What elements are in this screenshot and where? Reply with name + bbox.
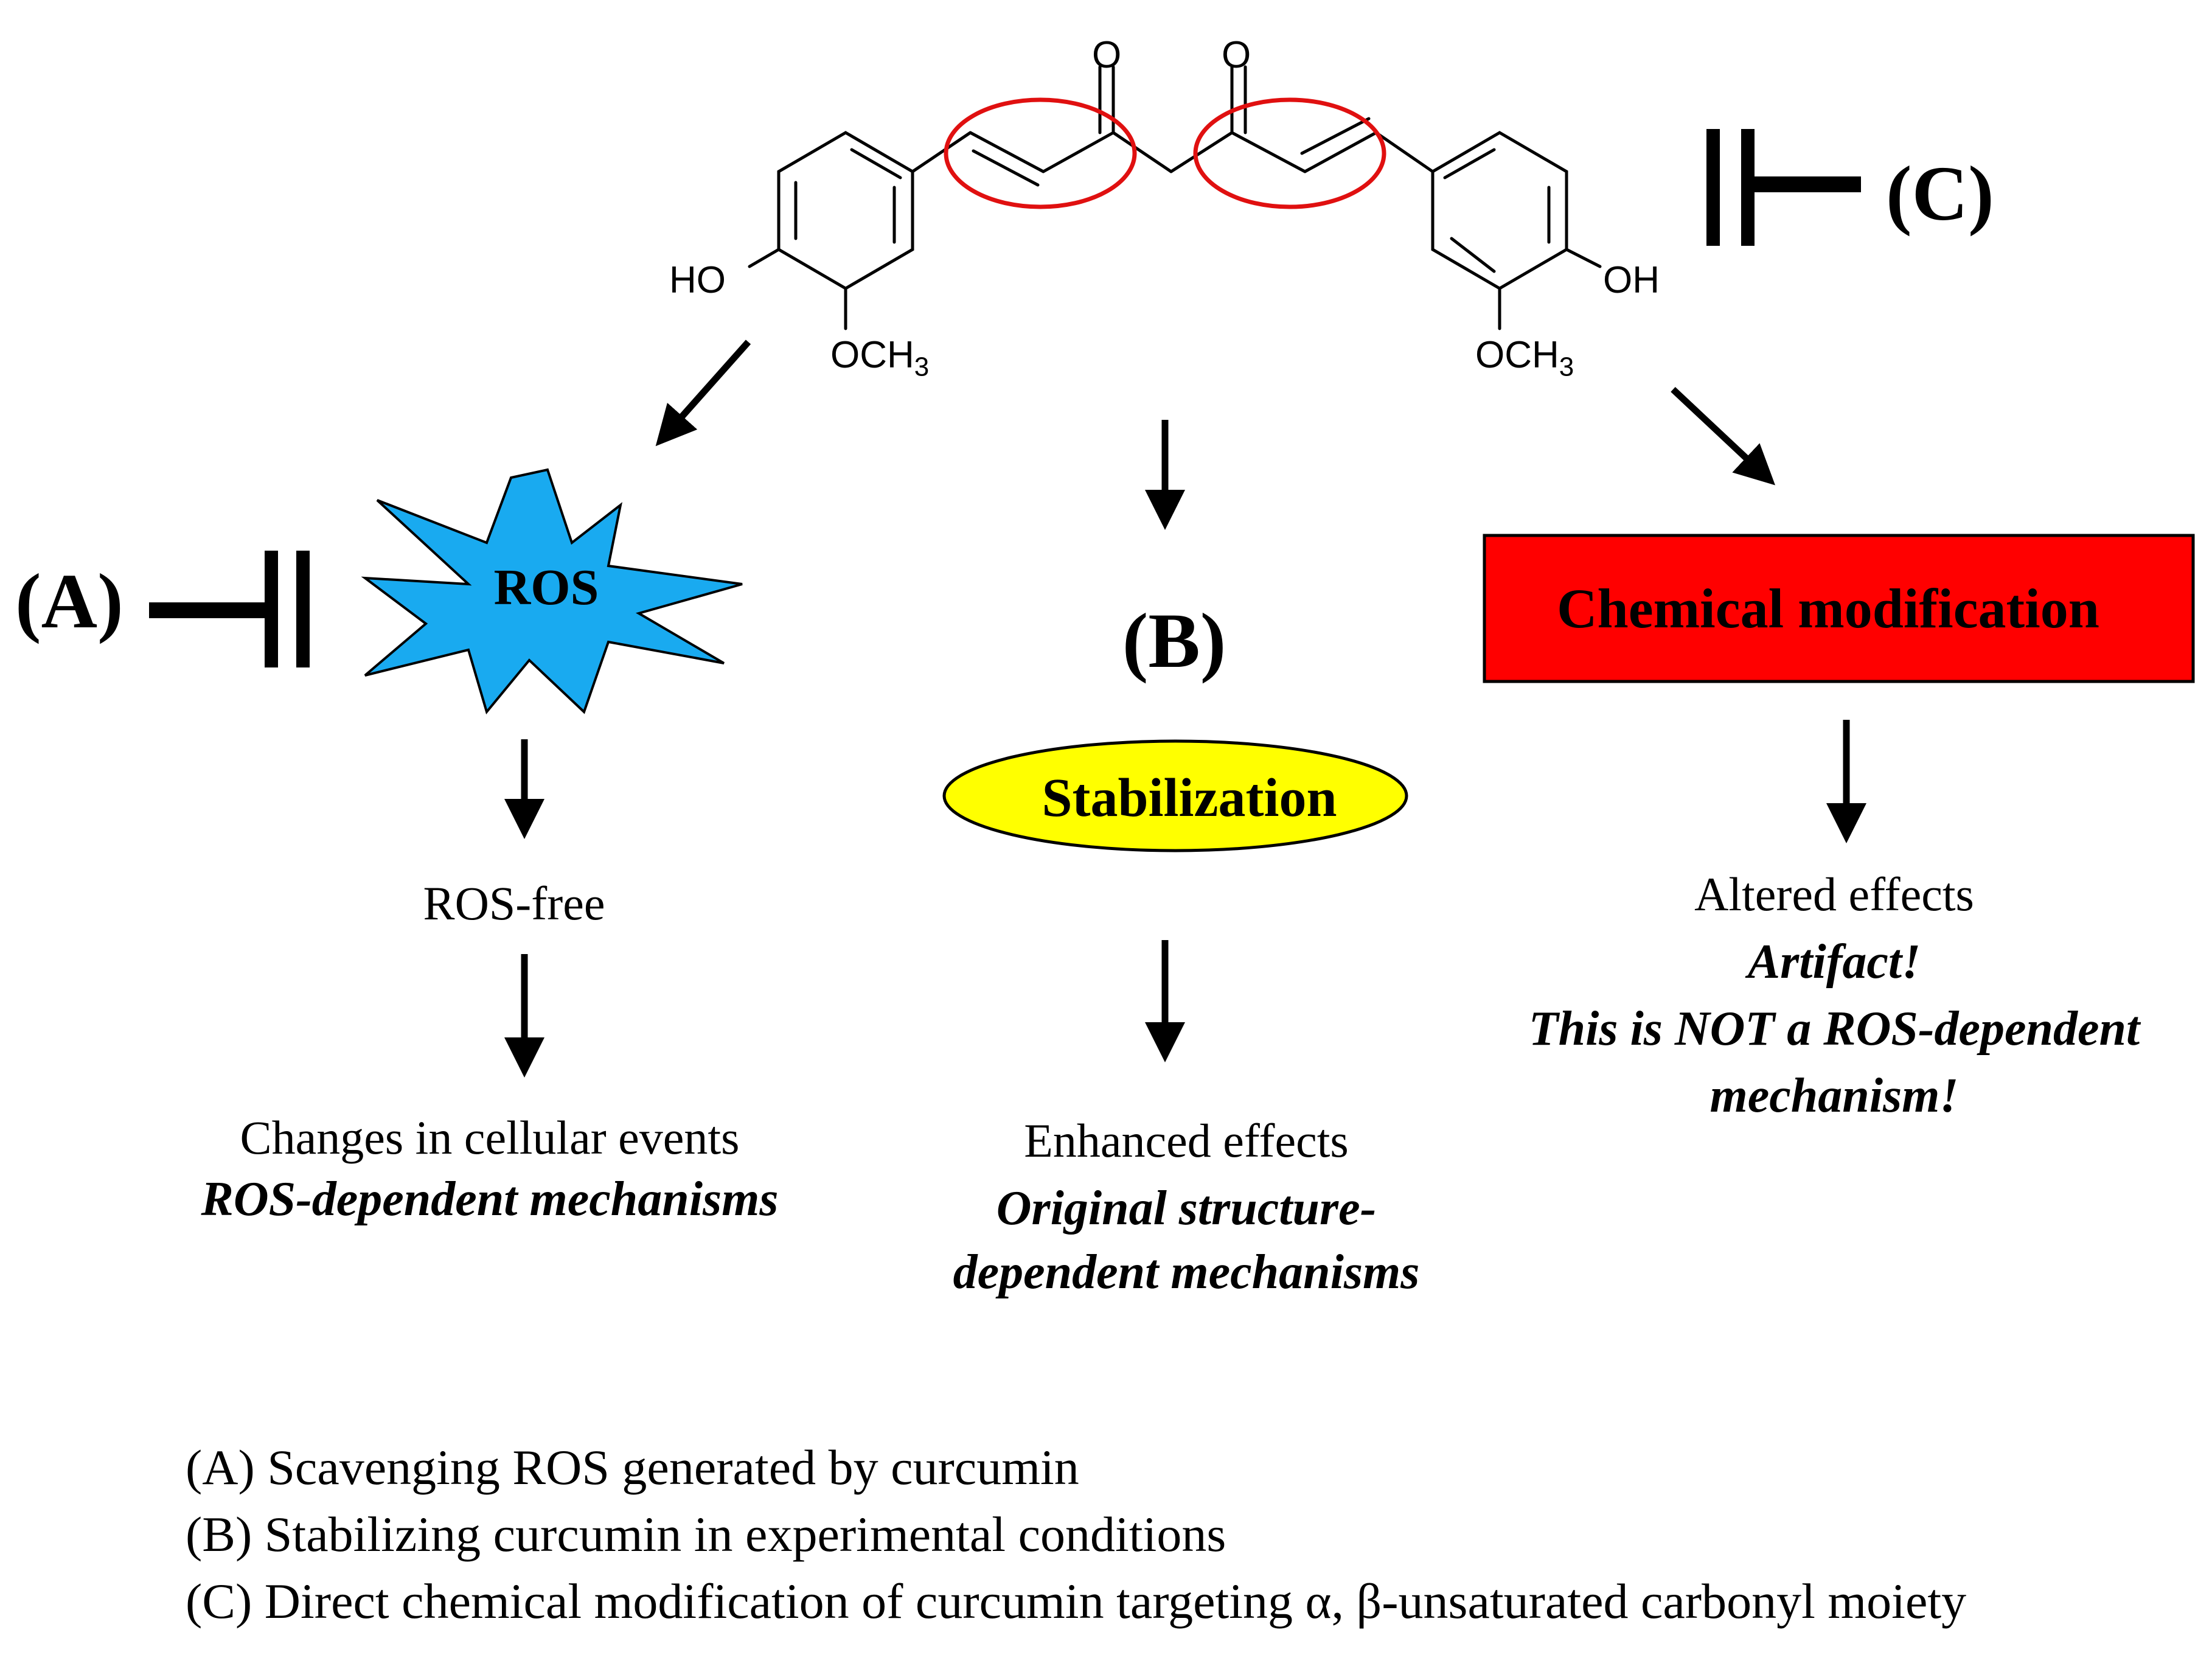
label-a: (A): [15, 558, 123, 644]
chemical-modification-box: [1483, 534, 2195, 683]
ho-left-label: HO: [669, 259, 726, 301]
curcumin-structure: [748, 65, 1602, 330]
ros-free-text: ROS-free: [423, 877, 605, 930]
artifact-text: Artifact!: [1747, 935, 1921, 989]
ros-dependent-mechanisms-text: ROS-dependent mechanisms: [201, 1172, 779, 1226]
left-benzene-ring: [777, 131, 914, 290]
changes-in-cellular-events-text: Changes in cellular events: [240, 1111, 740, 1164]
carbonyl-oxygen-left: O: [1092, 34, 1122, 76]
legend-item-a: (A) Scavenging ROS generated by curcumin: [186, 1440, 1079, 1495]
carbonyl-oxygen-right: O: [1222, 34, 1251, 76]
legend-item-b: (B) Stabilizing curcumin in experimental…: [186, 1507, 1226, 1562]
label-b: (B): [1122, 598, 1226, 684]
legend-item-c: (C) Direct chemical modification of curc…: [186, 1573, 1967, 1629]
unsaturated-carbonyl-highlight-left: [944, 97, 1137, 209]
stabilization-ellipse: [942, 739, 1408, 852]
ros-starburst: [361, 468, 743, 715]
not-ros-dependent-text-line1: This is NOT a ROS-dependent: [1528, 1002, 2140, 1056]
ros-label: ROS: [493, 559, 599, 616]
arrow-molecule-to-ros: [655, 340, 751, 447]
arrow-molecule-to-chemical-modification: [1671, 386, 1776, 486]
label-c: (C): [1886, 150, 1994, 237]
stabilization-label: Stabilization: [1042, 768, 1337, 828]
inhibition-symbol-a: [149, 551, 310, 667]
inhibition-symbol-c: [1706, 129, 1861, 246]
altered-effects-text: Altered effects: [1694, 868, 1974, 921]
not-ros-dependent-text-line2: mechanism!: [1709, 1069, 1959, 1123]
right-benzene-ring: [1431, 131, 1568, 290]
original-structure-text-line1: Original structure-: [996, 1182, 1377, 1235]
och3-left-label: OCH3: [830, 334, 930, 382]
chemical-modification-label: Chemical modification: [1557, 577, 2099, 639]
original-structure-text-line2: dependent mechanisms: [953, 1246, 1420, 1299]
enhanced-effects-text: Enhanced effects: [1024, 1114, 1349, 1167]
och3-right-label: OCH3: [1475, 334, 1574, 382]
oh-right-label: OH: [1603, 259, 1660, 301]
unsaturated-carbonyl-highlight-right: [1193, 97, 1386, 209]
